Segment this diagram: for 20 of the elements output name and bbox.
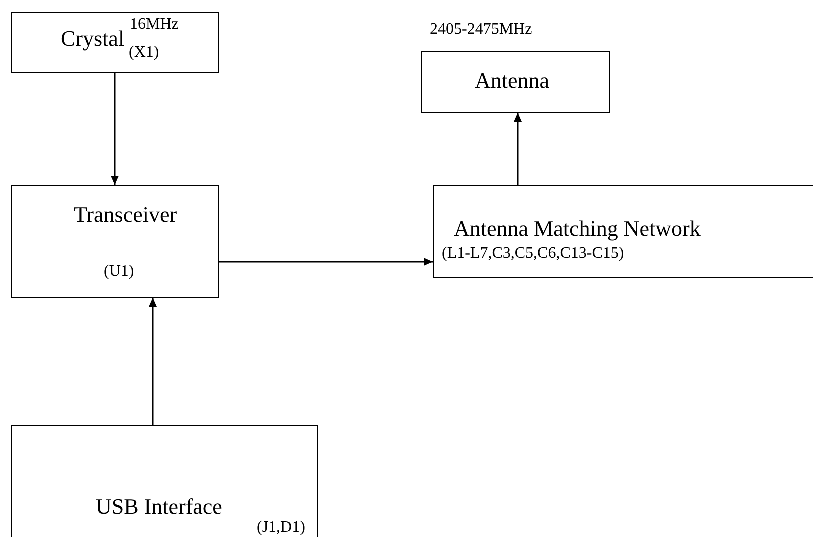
box-title: Crystal (61, 28, 125, 50)
matching-network-box (433, 185, 813, 278)
arrow (219, 258, 433, 266)
part-label: (U1) (104, 264, 134, 280)
box-title: Antenna (475, 70, 550, 92)
part-label: (X1) (129, 45, 160, 61)
box-title: USB Interface (96, 496, 222, 518)
crystal-box (11, 12, 219, 73)
antenna-box (421, 51, 610, 113)
transceiver-box (11, 185, 219, 298)
arrow (111, 73, 119, 185)
box-title: Antenna Matching Network (454, 218, 701, 240)
part-label: (J1,D1) (257, 520, 306, 536)
usb-interface-box (11, 425, 318, 537)
box-title: Transceiver (74, 204, 178, 226)
part-label: (L1-L7,C3,C5,C6,C13-C15) (442, 246, 624, 262)
frequency-label: 2405-2475MHz (430, 22, 532, 38)
frequency-label: 16MHz (130, 17, 179, 33)
arrow (149, 298, 157, 425)
arrow (514, 113, 522, 185)
